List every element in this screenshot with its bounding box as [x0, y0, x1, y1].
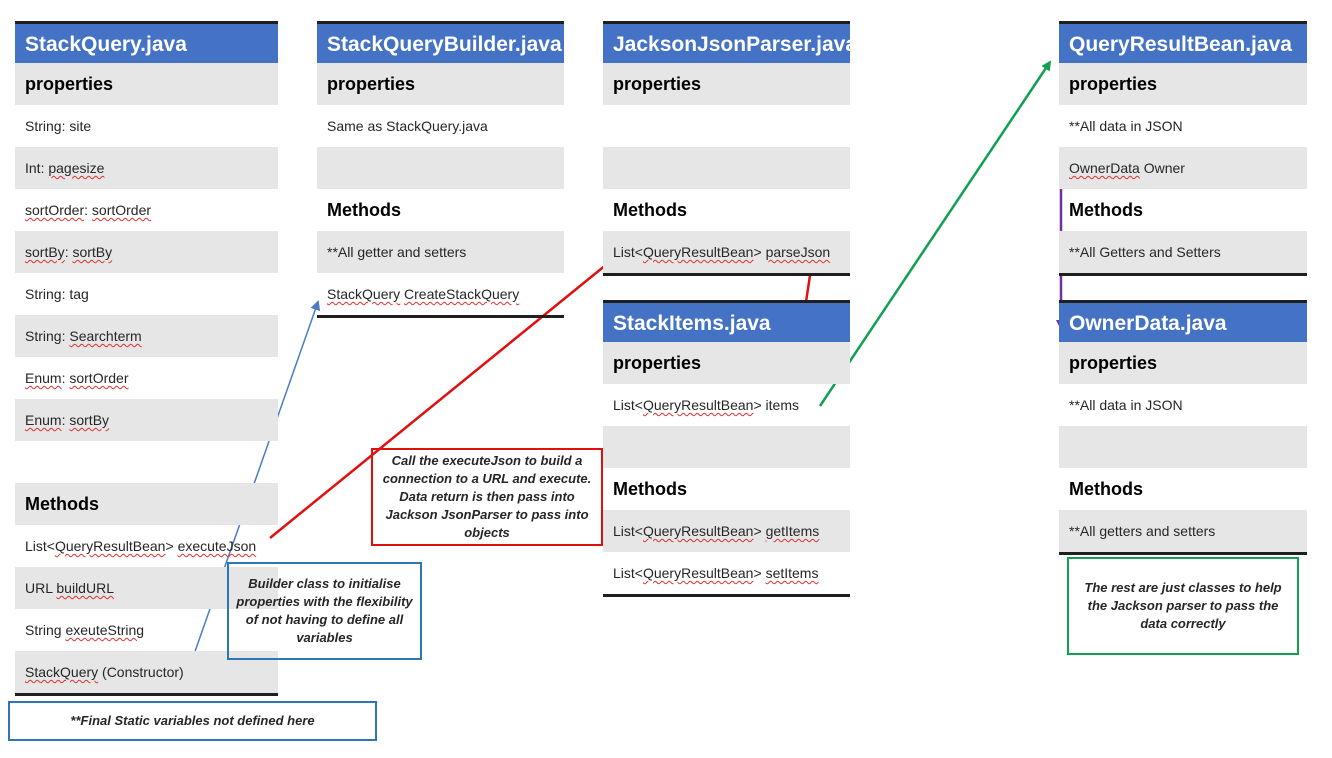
ownerdata-class-box: OwnerData.java properties **All data in … [1059, 300, 1307, 555]
stackquery-property: Int: pagesize [15, 147, 278, 189]
builder-properties-label: properties [317, 63, 564, 105]
final-static-note-text: **Final Static variables not defined her… [70, 713, 315, 728]
final-static-note: **Final Static variables not defined her… [8, 701, 377, 741]
builder-method: StackQuery CreateStackQuery [327, 286, 520, 302]
helper-classes-note-text: The rest are just classes to help the Ja… [1084, 580, 1282, 631]
queryresult-methods-label: Methods [1069, 199, 1143, 220]
stackquery-spacer [15, 441, 278, 483]
parser-spacer [603, 147, 850, 189]
parser-title: JacksonJsonParser.java [603, 21, 850, 63]
stackquery-property: String: site [25, 118, 92, 134]
ownerdata-methods-label: Methods [1069, 478, 1143, 499]
ownerdata-properties-label: properties [1059, 342, 1307, 384]
stackitems-method: List<QueryResultBean> setItems [613, 565, 819, 581]
stackquery-methods-label: Methods [15, 483, 278, 525]
parser-properties-label: properties [603, 63, 850, 105]
builder-title: StackQueryBuilder.java [317, 21, 564, 63]
queryresult-class-box: QueryResultBean.java properties **All da… [1059, 21, 1307, 276]
queryresult-properties-label: properties [1059, 63, 1307, 105]
ownerdata-property: **All data in JSON [1069, 397, 1183, 413]
stackitems-property: List<QueryResultBean> items [613, 397, 799, 413]
stackquery-property: sortBy: sortBy [15, 231, 278, 273]
queryresult-title: QueryResultBean.java [1059, 21, 1307, 63]
builder-property: Same as StackQuery.java [327, 118, 488, 134]
stackquery-method: List<QueryResultBean> executeJson [25, 538, 257, 554]
stackquery-title: StackQuery.java [15, 21, 278, 63]
queryresult-property: OwnerData Owner [1059, 147, 1307, 189]
builder-spacer [317, 147, 564, 189]
builder-class-box: StackQueryBuilder.java properties Same a… [317, 21, 564, 318]
execute-json-note-text: Call the executeJson to build a connecti… [382, 453, 592, 540]
parser-spacer [603, 105, 850, 147]
ownerdata-spacer [1059, 426, 1307, 468]
builder-methods-label: Methods [327, 199, 401, 220]
builder-method: **All getter and setters [317, 231, 564, 273]
stackitems-class-box: StackItems.java properties List<QueryRes… [603, 300, 850, 597]
stackquery-property: String: Searchterm [15, 315, 278, 357]
ownerdata-title: OwnerData.java [1059, 300, 1307, 342]
parser-methods-label: Methods [613, 199, 687, 220]
stackquery-property: sortOrder: sortOrder [25, 202, 152, 218]
queryresult-property: **All data in JSON [1069, 118, 1183, 134]
parser-class-box: JacksonJsonParser.java properties Method… [603, 21, 850, 276]
stackquery-property: Enum: sortOrder [25, 370, 129, 386]
builder-note: Builder class to initialise properties w… [227, 562, 422, 660]
stackquery-properties-label: properties [15, 63, 278, 105]
queryresult-method: **All Getters and Setters [1059, 231, 1307, 273]
helper-classes-note: The rest are just classes to help the Ja… [1067, 557, 1299, 655]
stackquery-property: String: tag [25, 286, 89, 302]
stackitems-method: List<QueryResultBean> getItems [603, 510, 850, 552]
stackitems-methods-label: Methods [613, 478, 687, 499]
stackquery-property: Enum: sortBy [15, 399, 278, 441]
arrow-items-to-queryresultbean [818, 60, 1052, 407]
builder-note-text: Builder class to initialise properties w… [236, 576, 413, 645]
execute-json-note: Call the executeJson to build a connecti… [371, 448, 603, 546]
stackitems-title: StackItems.java [603, 300, 850, 342]
stackitems-spacer [603, 426, 850, 468]
stackitems-properties-label: properties [603, 342, 850, 384]
stackquery-method: URL buildURL [15, 567, 278, 609]
parser-method: List<QueryResultBean> parseJson [603, 231, 850, 273]
arrow-executejson-to-parsejson [269, 258, 614, 539]
ownerdata-method: **All getters and setters [1059, 510, 1307, 552]
stackquery-class-box: StackQuery.java properties String: site … [15, 21, 278, 696]
stackquery-method: String exeuteString [25, 622, 145, 638]
